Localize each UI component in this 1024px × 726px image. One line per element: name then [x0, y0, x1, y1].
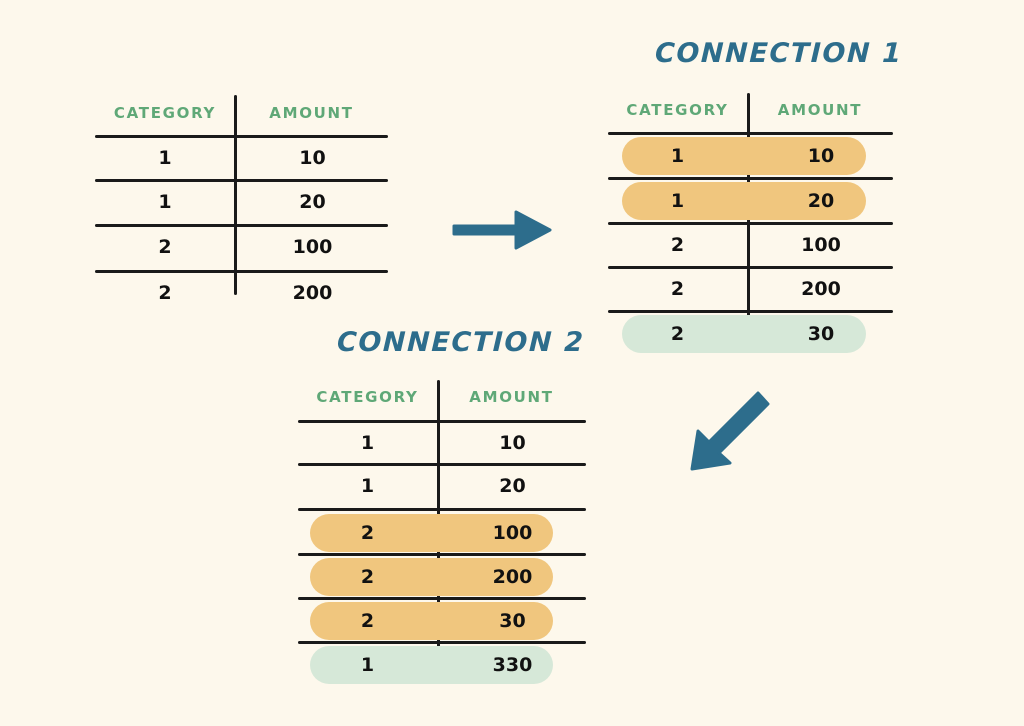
connection1-title: CONNECTION 1	[654, 38, 904, 69]
connection1-row-highlight-1	[622, 182, 866, 220]
connection2-table: CATEGORY AMOUNT 1 10 1 20 2 100 2 200 2 …	[298, 380, 598, 685]
connection1-table: CATEGORY AMOUNT 1 10 1 20 2 100 2 200 2 …	[608, 93, 908, 353]
connection2-cell-category-5: 1	[360, 654, 375, 676]
source-table: CATEGORY AMOUNT 1 10 1 20 2 100 2 200	[95, 95, 395, 310]
source-cell-category-0: 1	[158, 147, 172, 169]
connection1-cell-amount-3: 200	[801, 278, 841, 300]
connection1-cell-category-4: 2	[670, 323, 685, 345]
connection2-cell-category-3: 2	[360, 566, 375, 588]
column-header-category: CATEGORY	[626, 101, 729, 119]
connection1-cell-category-2: 2	[670, 234, 685, 256]
connection2-cell-category-0: 1	[360, 432, 375, 454]
source-cell-amount-1: 20	[299, 191, 326, 213]
connection2-row-highlight-2	[310, 514, 553, 552]
column-header-category: CATEGORY	[316, 388, 419, 406]
connection2-rule-0	[298, 420, 586, 423]
source-table-rule-2	[95, 224, 388, 227]
connection1-row-highlight-0	[622, 137, 866, 175]
column-header-category: CATEGORY	[113, 103, 217, 122]
connection1-rule-1	[608, 177, 893, 180]
source-table-column-divider	[234, 95, 237, 295]
source-cell-category-3: 2	[158, 282, 172, 304]
source-cell-amount-2: 100	[292, 236, 333, 258]
connection1-rule-3	[608, 266, 893, 269]
connection1-rule-2	[608, 222, 893, 225]
connection2-cell-amount-4: 30	[499, 610, 526, 632]
connection1-header-row: CATEGORY AMOUNT	[608, 93, 893, 127]
column-header-amount: AMOUNT	[269, 103, 354, 122]
connection2-cell-amount-2: 100	[492, 522, 533, 544]
connection2-row-highlight-5	[310, 646, 553, 684]
connection2-cell-category-1: 1	[360, 475, 375, 497]
connection1-cell-category-0: 1	[670, 145, 685, 167]
connection2-cell-amount-3: 200	[492, 566, 533, 588]
connection2-rule-1	[298, 463, 586, 466]
connection1-rule-4	[608, 310, 893, 313]
arrow-down-left-icon	[690, 391, 770, 471]
arrow-right-icon	[452, 210, 552, 250]
connection2-rule-5	[298, 641, 586, 644]
connection2-rule-3	[298, 553, 586, 556]
connection2-cell-category-4: 2	[360, 610, 375, 632]
column-header-amount: AMOUNT	[469, 388, 554, 406]
connection2-cell-amount-0: 10	[499, 432, 526, 454]
source-cell-amount-0: 10	[299, 147, 326, 169]
source-table-header-row: CATEGORY AMOUNT	[95, 95, 388, 130]
connection2-row-highlight-4	[310, 602, 553, 640]
connection1-cell-amount-0: 10	[807, 145, 835, 167]
connection2-row-highlight-3	[310, 558, 553, 596]
source-table-rule-1	[95, 179, 388, 182]
source-table-rule-3	[95, 270, 388, 273]
connection2-header-row: CATEGORY AMOUNT	[298, 380, 586, 414]
source-cell-amount-3: 200	[292, 282, 333, 304]
connection2-rule-2	[298, 508, 586, 511]
connection1-cell-category-1: 1	[670, 190, 685, 212]
connection1-cell-category-3: 2	[670, 278, 685, 300]
column-header-amount: AMOUNT	[777, 101, 863, 119]
connection1-cell-amount-4: 30	[807, 323, 835, 345]
source-cell-category-1: 1	[158, 191, 172, 213]
connection2-rule-4	[298, 597, 586, 600]
connection2-cell-amount-5: 330	[492, 654, 533, 676]
connection2-cell-category-2: 2	[360, 522, 375, 544]
connection1-cell-amount-2: 100	[801, 234, 841, 256]
connection2-cell-amount-1: 20	[499, 475, 526, 497]
connection2-title: CONNECTION 2	[336, 327, 586, 358]
connection1-cell-amount-1: 20	[807, 190, 835, 212]
connection1-rule-0	[608, 132, 893, 135]
source-table-rule-0	[95, 135, 388, 138]
connection1-row-highlight-4	[622, 315, 866, 353]
source-cell-category-2: 2	[158, 236, 172, 258]
